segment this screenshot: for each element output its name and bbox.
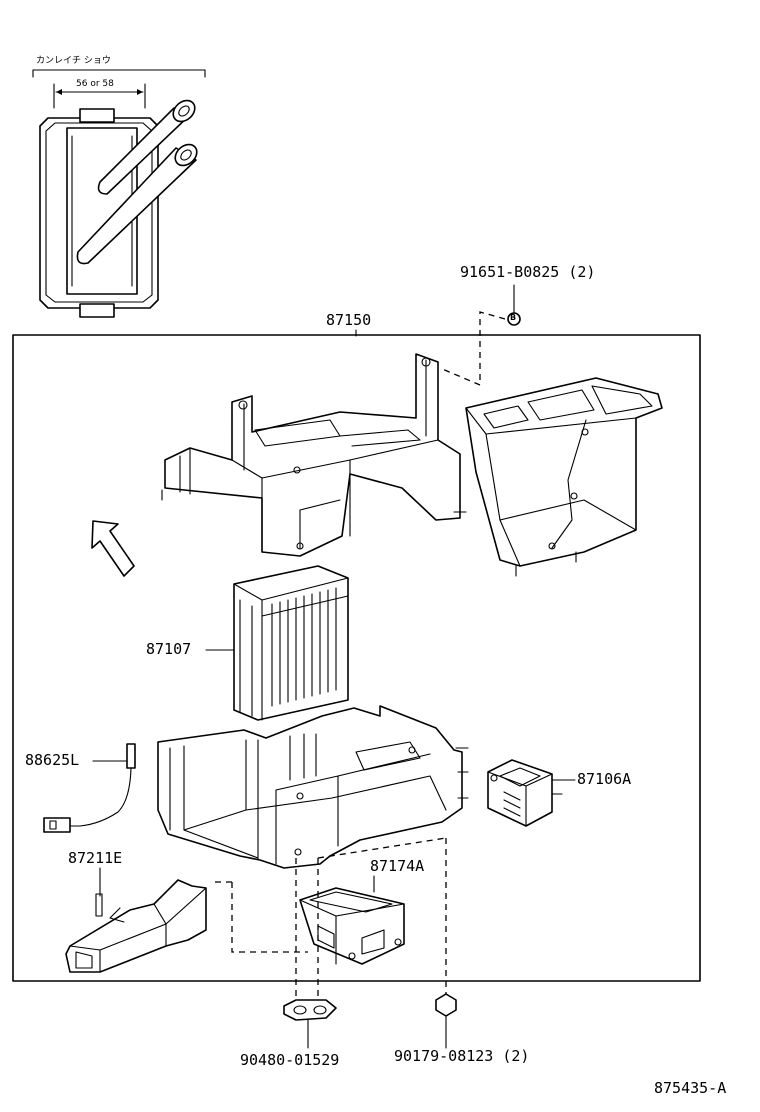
clamp bbox=[283, 999, 337, 1021]
lower-case bbox=[157, 705, 469, 869]
callout-clamp: 90480-01529 bbox=[240, 1051, 340, 1069]
servo-motor bbox=[487, 759, 563, 827]
heater-core bbox=[233, 565, 349, 721]
rear-duct bbox=[65, 879, 207, 973]
upper-case bbox=[161, 353, 467, 557]
inset-caption: カンレイチ ショウ bbox=[36, 56, 111, 66]
inset-dimension: 56 or 58 bbox=[76, 79, 114, 89]
inset-heater-core bbox=[32, 69, 206, 318]
callout-bolt: 91651-B0825 (2) bbox=[460, 263, 596, 281]
screw bbox=[435, 993, 457, 1025]
cover bbox=[299, 887, 405, 965]
air-duct bbox=[465, 377, 663, 577]
callout-cover: 87174A bbox=[370, 857, 425, 875]
bolt-marker: B bbox=[510, 313, 517, 322]
flow-arrow bbox=[91, 520, 135, 577]
callout-screw: 90179-08123 (2) bbox=[394, 1047, 530, 1065]
callout-sensor: 88625L bbox=[25, 751, 80, 769]
sensor bbox=[43, 743, 136, 833]
callout-duct: 87211E bbox=[68, 849, 123, 867]
figure-id: 875435-A bbox=[654, 1079, 727, 1097]
callout-assembly: 87150 bbox=[326, 311, 372, 329]
callout-core: 87107 bbox=[146, 640, 192, 658]
callout-servo: 87106A bbox=[577, 770, 632, 788]
